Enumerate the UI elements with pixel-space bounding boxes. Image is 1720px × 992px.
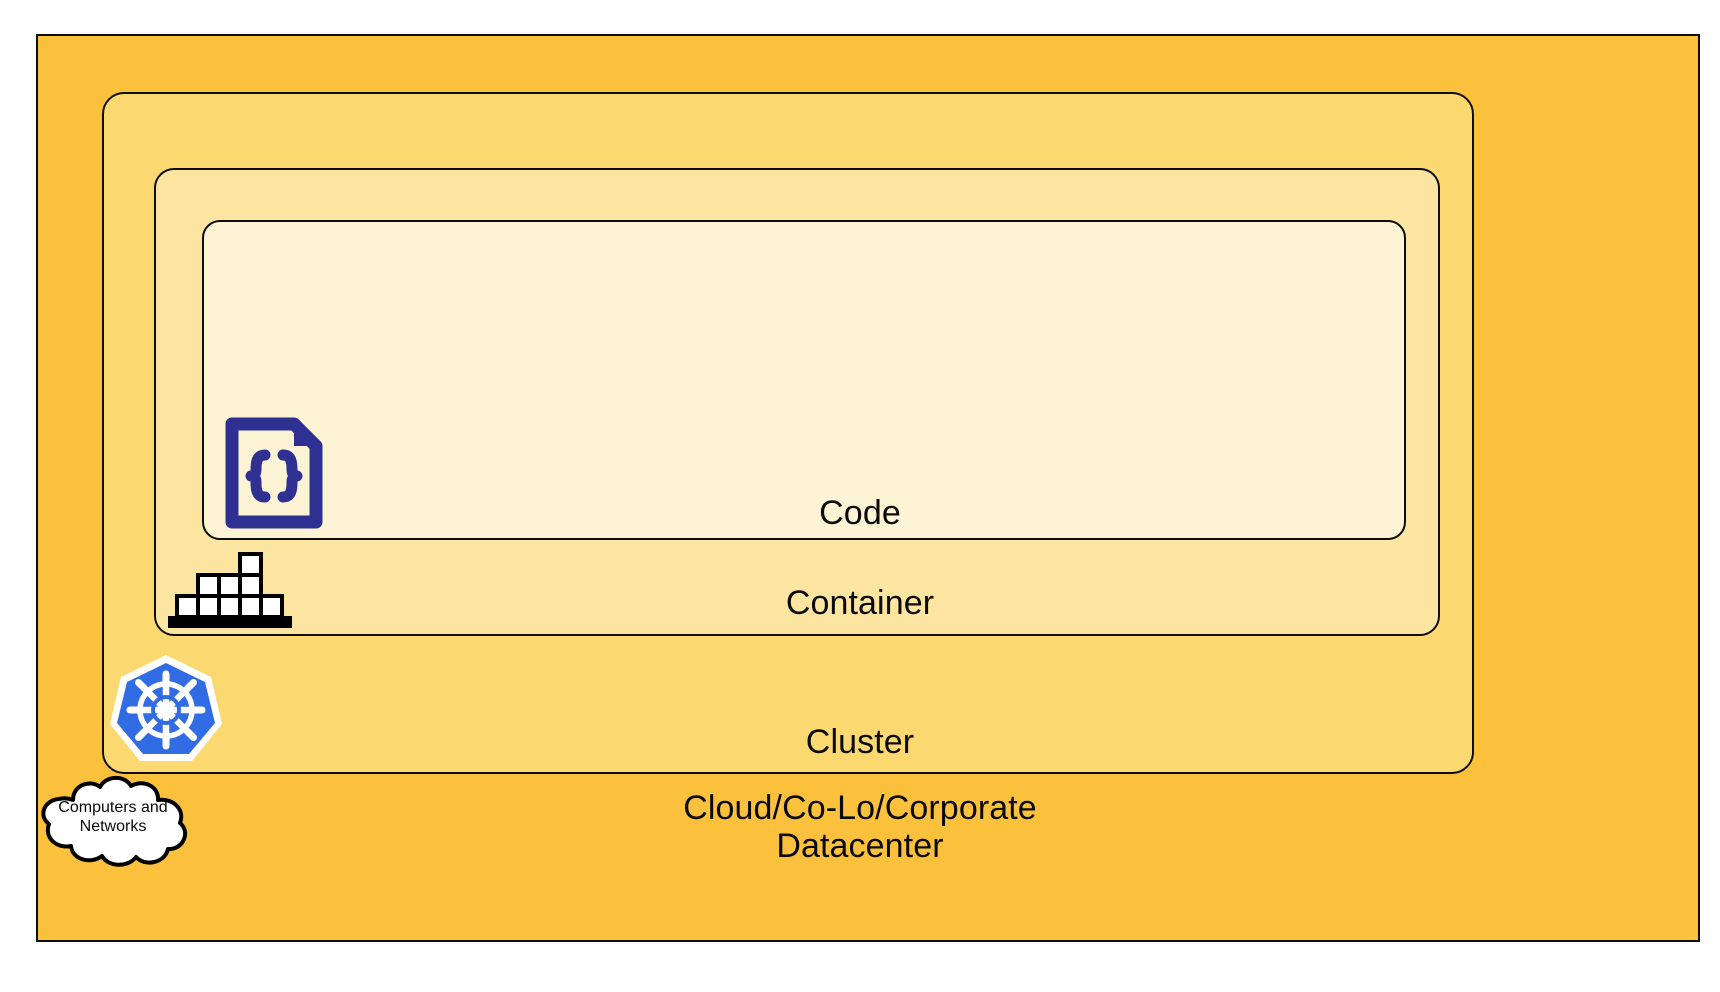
container-boxes-icon bbox=[168, 552, 292, 628]
kubernetes-logo-icon bbox=[110, 652, 222, 764]
computers-and-networks-cloud: Computers and Networks bbox=[32, 772, 194, 870]
code-json-document-icon bbox=[222, 414, 326, 532]
layer-code bbox=[202, 220, 1406, 540]
layer-label-datacenter: Cloud/Co-Lo/Corporate Datacenter bbox=[683, 789, 1037, 866]
layer-label-cluster: Cluster bbox=[805, 723, 915, 761]
layer-label-container: Container bbox=[785, 584, 935, 622]
layer-label-code: Code bbox=[819, 494, 901, 532]
